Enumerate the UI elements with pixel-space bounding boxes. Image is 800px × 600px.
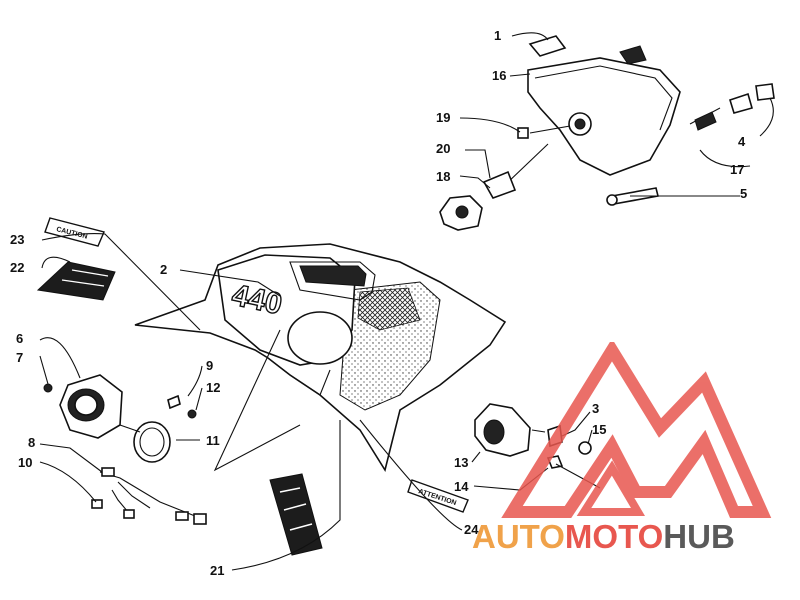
callout-9: 9 bbox=[206, 358, 213, 373]
callout-11: 11 bbox=[206, 433, 220, 448]
callout-7: 7 bbox=[16, 350, 23, 365]
leader-lines bbox=[39, 32, 774, 571]
callout-17: 17 bbox=[730, 162, 744, 177]
callout-19: 19 bbox=[436, 110, 450, 125]
headlight-housing-group bbox=[439, 35, 775, 231]
callout-4: 4 bbox=[738, 134, 746, 149]
callout-3: 3 bbox=[592, 401, 599, 416]
callout-13: 13 bbox=[454, 455, 468, 470]
callout-12: 12 bbox=[206, 380, 220, 395]
decal-caution: CAUTION bbox=[44, 217, 105, 247]
callout-5: 5 bbox=[740, 186, 747, 201]
decal-warning-22 bbox=[36, 261, 116, 301]
callout-21: 21 bbox=[210, 563, 224, 578]
callout-10: 10 bbox=[18, 455, 32, 470]
hood-assembly: 440 bbox=[134, 243, 507, 473]
callout-22: 22 bbox=[10, 260, 24, 275]
callout-numbers: 1 2 3 4 5 6 7 8 9 10 11 12 13 14 15 16 1… bbox=[10, 28, 747, 578]
callout-6: 6 bbox=[16, 331, 23, 346]
callout-1: 1 bbox=[494, 28, 501, 43]
gauge-group bbox=[43, 374, 197, 463]
watermark-moto: MOTO bbox=[565, 518, 663, 555]
callout-14: 14 bbox=[454, 479, 469, 494]
callout-20: 20 bbox=[436, 141, 450, 156]
callout-24: 24 bbox=[464, 522, 479, 537]
callout-15: 15 bbox=[592, 422, 606, 437]
callout-16: 16 bbox=[492, 68, 506, 83]
callout-23: 23 bbox=[10, 232, 24, 247]
watermark-hub: HUB bbox=[663, 518, 735, 555]
watermark-triangle-icon bbox=[501, 342, 772, 518]
callout-18: 18 bbox=[436, 169, 450, 184]
wiring-harness bbox=[91, 467, 207, 525]
callout-2: 2 bbox=[160, 262, 167, 277]
watermark-text: AUTOMOTOHUB bbox=[472, 518, 735, 555]
automotohub-watermark: AUTOMOTOHUB bbox=[472, 342, 772, 555]
watermark-auto: AUTO bbox=[472, 518, 565, 555]
decal-21 bbox=[269, 473, 323, 556]
callout-8: 8 bbox=[28, 435, 35, 450]
